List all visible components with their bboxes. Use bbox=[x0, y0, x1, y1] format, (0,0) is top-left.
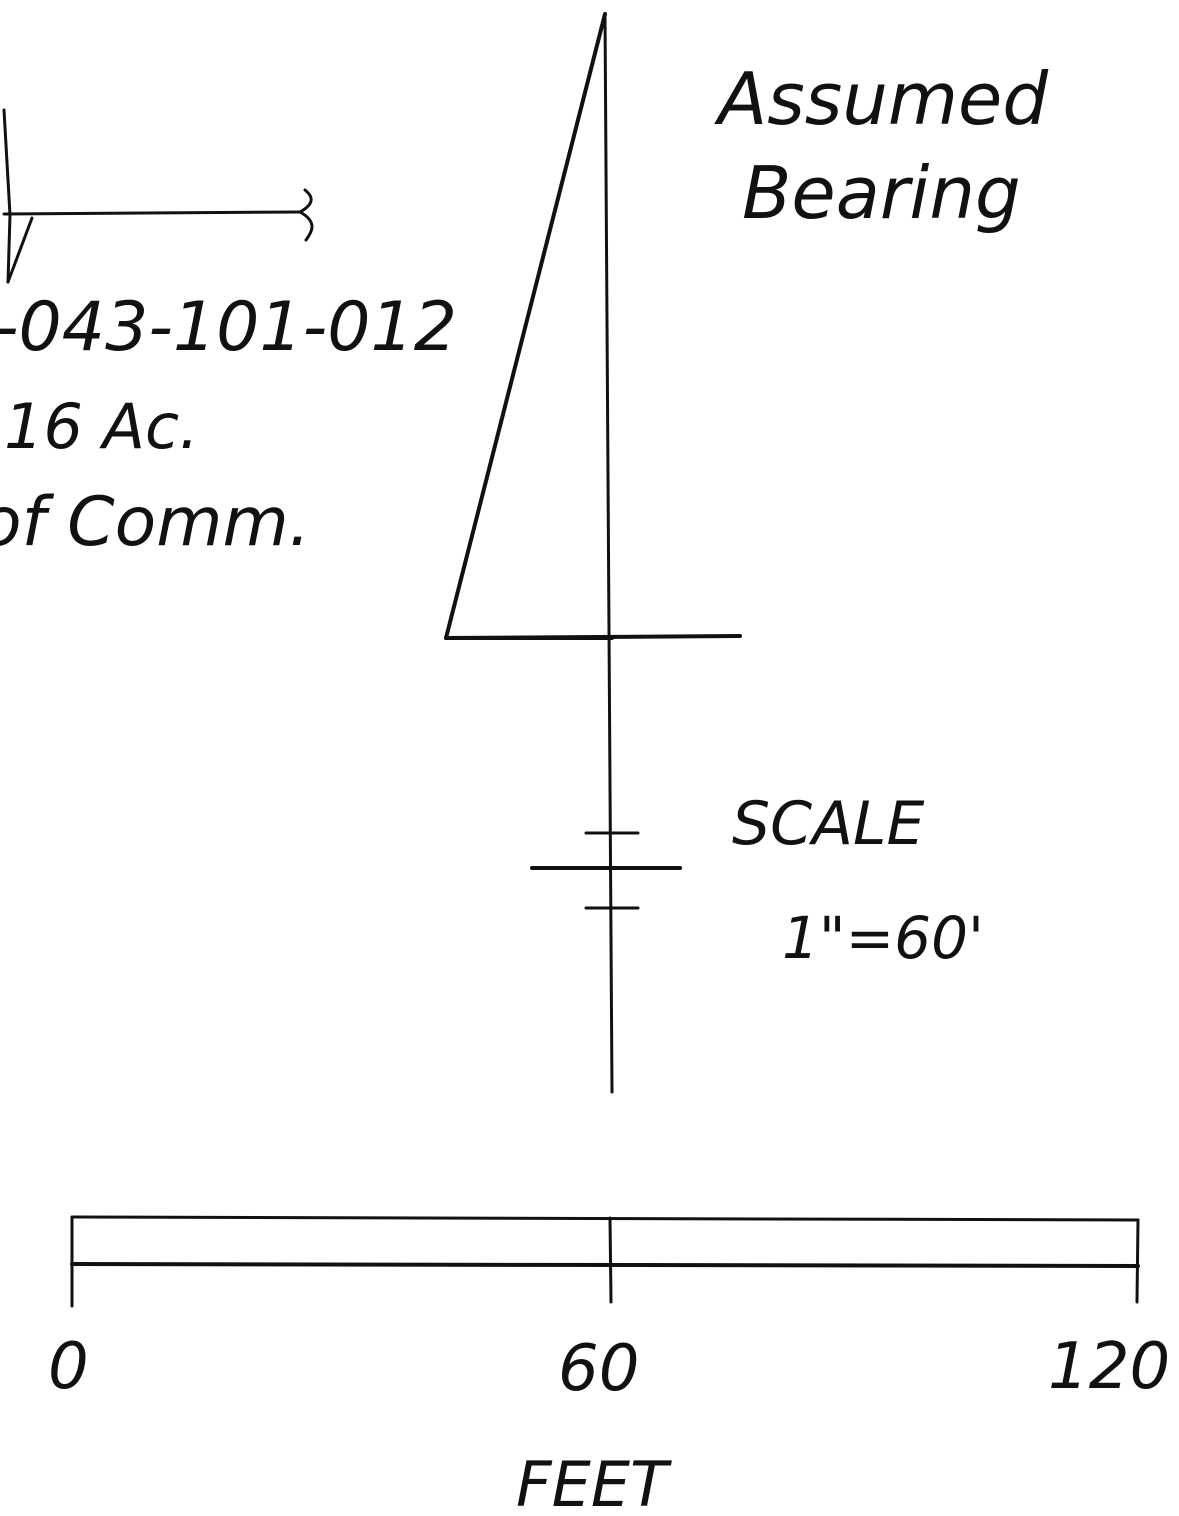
scale-ratio: 1"=60' bbox=[782, 904, 984, 972]
scale-unit-label: FEET bbox=[516, 1448, 672, 1516]
break-line-symbol bbox=[298, 188, 314, 242]
point-of-commencement: of Comm. bbox=[0, 483, 310, 562]
north-arrow-crossbar bbox=[444, 634, 742, 640]
property-corner-line bbox=[2, 108, 12, 284]
north-arrow-shaft bbox=[603, 12, 614, 1094]
scale-bar-tick-60 bbox=[608, 1216, 613, 1304]
property-line-fragment bbox=[2, 108, 314, 284]
parcel-area: 16 Ac. bbox=[4, 390, 199, 463]
scale-bar-top-line bbox=[70, 1215, 1140, 1222]
property-boundary-line bbox=[2, 210, 302, 216]
scale-label: SCALE bbox=[732, 789, 924, 859]
parcel-number: -043-101-012 bbox=[0, 288, 457, 367]
scale-tick-label-120: 120 bbox=[1048, 1330, 1170, 1404]
scale-tick-label-0: 0 bbox=[48, 1330, 89, 1404]
assumed-bearing-label-line1: Assumed bbox=[714, 57, 1049, 141]
north-arrow bbox=[444, 12, 742, 1094]
scale-bar-tick-120 bbox=[1135, 1218, 1140, 1304]
north-arrow-half-head bbox=[444, 12, 614, 640]
corner-tick bbox=[6, 216, 34, 284]
graphic-scale-bar bbox=[70, 1215, 1140, 1308]
assumed-bearing-label-line2: Bearing bbox=[742, 151, 1021, 235]
scale-tick-label-60: 60 bbox=[558, 1332, 639, 1406]
scale-bar-bottom-line bbox=[70, 1262, 1140, 1268]
